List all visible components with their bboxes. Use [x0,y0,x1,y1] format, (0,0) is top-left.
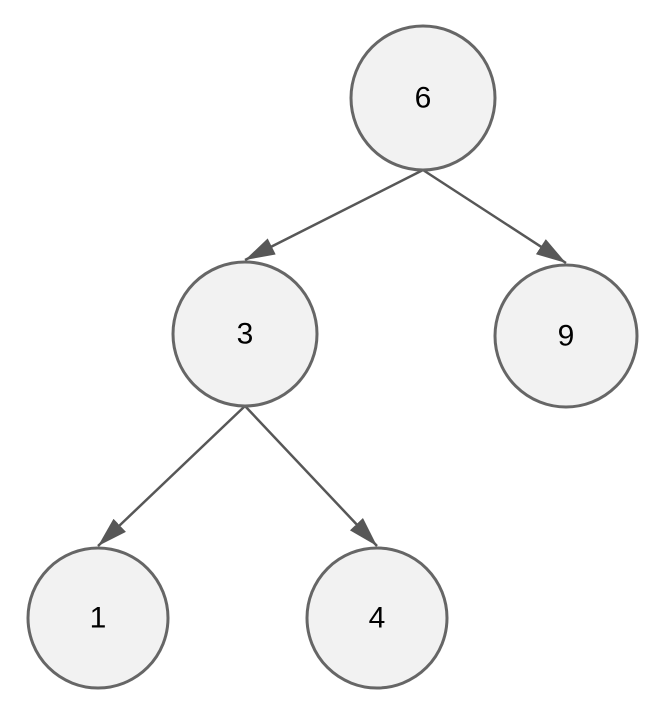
node-circle [349,24,497,172]
node-label: 9 [558,320,575,353]
edge-6-3 [244,168,424,262]
node-circle [26,546,170,690]
node-circle [305,546,449,690]
node-label: 1 [90,602,107,635]
tree-nodes: 6 3 9 1 4 [26,24,639,690]
tree-node-6: 6 [349,24,497,172]
edge-3-1 [97,405,246,547]
edge-3-4 [244,405,378,547]
edge-6-9 [422,168,567,265]
tree-node-1: 1 [26,546,170,690]
node-label: 6 [415,82,432,115]
tree-edges [97,168,567,547]
tree-node-4: 4 [305,546,449,690]
tree-node-3: 3 [171,260,319,408]
node-label: 4 [369,602,386,635]
tree-node-9: 9 [493,263,639,409]
node-label: 3 [237,318,254,351]
node-circle [171,260,319,408]
node-circle [493,263,639,409]
